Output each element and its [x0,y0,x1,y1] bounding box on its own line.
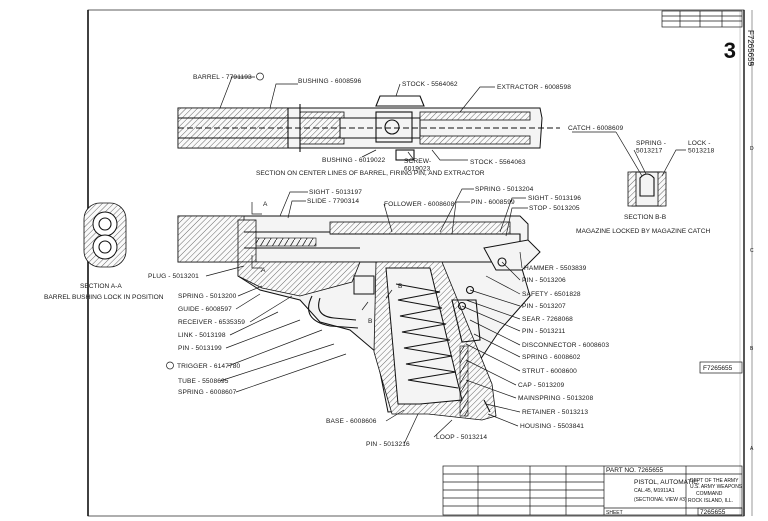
label-sear: SEAR - 7268068 [522,316,573,323]
label-stock-top: STOCK - 5564062 [402,81,458,88]
zone-letter-e: E [750,62,754,68]
main-sectional-view [177,202,541,421]
label-trigger: TRIGGER - 6147780 [177,363,241,370]
title-drawing-number: 7265655 [700,509,726,516]
label-cap: CAP - 5013209 [518,382,565,389]
marker-a-top: A [263,201,268,208]
section-bb-caption: SECTION B-B [624,214,667,221]
label-bushing-top: BUSHING - 6008596 [298,78,362,85]
main-view-bottom-labels: BASE - 6008606 PIN - 5013216 LOOP - 5013… [326,418,487,448]
label-strut: STRUT - 6008600 [522,368,577,375]
magazine-spring [395,283,459,389]
label-spring-sear: SPRING - 6008602 [522,354,581,361]
top-section-caption: SECTION ON CENTER LINES OF BARREL, FIRIN… [256,170,485,177]
marker-b-right: B [398,283,403,290]
zone-letter-a: A [750,446,754,452]
marker-b-left: B [368,318,373,325]
label-pin-top: PIN - 6008599 [471,199,515,206]
title-block: PART NO. 7265655 PISTOL, AUTOMATIC, CAL.… [442,465,743,516]
section-bb-drawing [572,131,686,207]
label-slide: SLIDE - 7790314 [307,198,359,205]
label-retainer: RETAINER - 5013213 [522,409,588,416]
main-view-left-labels: SIGHT - 5013197 SLIDE - 7790314 PLUG - 5… [148,189,362,396]
agency-line-1: DEPT OF THE ARMY [690,478,739,484]
label-spring-recoil: SPRING - 5013200 [178,293,237,300]
label-spring-bb: SPRING -5013217 [636,140,666,155]
label-spring-top: SPRING - 5013204 [475,186,534,193]
label-pin-sear: PIN - 5013207 [522,303,566,310]
agency-line-4: ROCK ISLAND, ILL. [688,498,733,504]
vertical-drawing-number: F7265655 [746,30,755,67]
label-link: LINK - 5013198 [178,332,226,339]
title-line-1: PISTOL, AUTOMATIC, [634,479,700,486]
section-aa-caption: SECTION A-A [80,283,122,290]
sheet-border [87,9,753,517]
label-bushing-bottom: BUSHING - 6019022 [322,157,386,164]
label-lock: LOCK -5013218 [688,140,715,155]
drawing-number-box-text: F7265655 [703,365,733,372]
agency-line-2: U.S. ARMY WEAPONS [690,484,743,490]
section-aa-drawing [83,202,127,268]
label-catch: CATCH - 6008609 [568,125,623,132]
label-pin-link: PIN - 5013199 [178,345,222,352]
label-tube: TUBE - 5508695 [178,378,229,385]
title-part-number: PART NO. 7265655 [606,467,663,474]
label-stop: STOP - 5013205 [529,205,580,212]
section-bb-subcaption: MAGAZINE LOCKED BY MAGAZINE CATCH [576,228,710,235]
border-zone-letters: E D C B A [750,62,754,452]
sheet-number: 3 [724,38,736,63]
circled-mark-barrel [256,72,264,81]
label-barrel: BARREL - 7791193 [193,74,252,81]
revision-block [661,10,743,28]
label-sight-rear: SIGHT - 5013196 [528,195,581,202]
zone-letter-d: D [750,146,754,152]
top-section-labels: BARREL - 7791193 BUSHING - 6008596 STOCK… [193,72,571,177]
circled-mark-trigger [166,361,174,370]
label-safety: SAFETY - 6501828 [522,291,581,298]
label-hammer: HAMMER - 5503839 [524,265,587,272]
label-pin-hammer: PIN - 5013206 [522,277,566,284]
marker-a-bottom: A [261,267,266,274]
label-guide: GUIDE - 6008597 [178,306,232,313]
label-disconnector: DISCONNECTOR - 6008603 [522,342,609,349]
main-view-leaders [205,188,528,445]
label-plug: PLUG - 5013201 [148,273,199,280]
section-aa-subcaption: BARREL BUSHING LOCK IN POSITION [44,294,164,301]
label-pin-bottom: PIN - 5013216 [366,441,410,448]
label-loop: LOOP - 5013214 [436,434,487,441]
top-section-drawing [177,95,560,161]
label-extractor: EXTRACTOR - 6008598 [497,84,571,91]
main-view-markers: A A B B [261,201,403,325]
section-bb-labels: CATCH - 6008609 SPRING -5013217 LOCK -50… [568,125,715,235]
label-spring-plunger: SPRING - 6008607 [178,389,237,396]
sheet-label: SHEET [606,510,623,516]
agency-line-3: COMMAND [696,491,723,497]
drawing-number-box: F7265655 [699,361,743,374]
label-sight-front: SIGHT - 5013197 [309,189,362,196]
top-section-leaders [219,76,495,161]
label-pin-disconnector: PIN - 5013211 [522,328,566,335]
label-mainspring: MAINSPRING - 5013208 [518,395,594,402]
section-aa-labels: SECTION A-A BARREL BUSHING LOCK IN POSIT… [44,283,164,301]
zone-letter-c: C [750,248,754,254]
label-base: BASE - 6008606 [326,418,377,425]
title-line-3: (SECTIONAL VIEW #3) [634,497,687,503]
main-view-top-labels: FOLLOWER - 6008608 SPRING - 5013204 PIN … [384,186,581,212]
label-follower: FOLLOWER - 6008608 [384,201,455,208]
label-receiver: RECEIVER - 6535359 [178,319,245,326]
main-view-right-labels: HAMMER - 5503839 PIN - 5013206 SAFETY - … [518,265,609,430]
zone-letter-b: B [750,346,754,352]
label-stock-bottom: STOCK - 5564063 [470,159,526,166]
label-housing: HOUSING - 5503841 [520,423,584,430]
label-screw: SCREW-6019023 [404,158,431,173]
title-line-2: CAL.45, M1911A1 [634,488,675,494]
